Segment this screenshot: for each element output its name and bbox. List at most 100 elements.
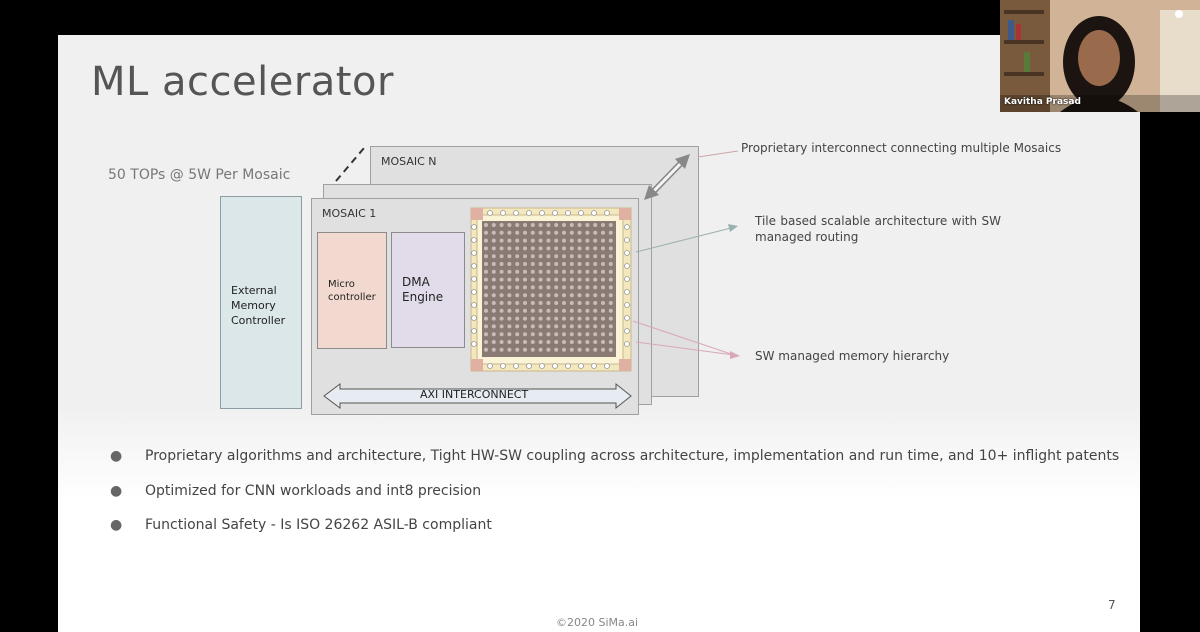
external-memory-controller-box: External Memory Controller — [220, 196, 302, 409]
participant-video-tile[interactable]: Kavitha Prasad — [1000, 0, 1200, 112]
tile-cell — [577, 262, 582, 266]
tile-cell — [538, 238, 543, 243]
axi-interconnect-arrow — [323, 382, 632, 410]
tile-cell — [484, 277, 488, 282]
tile-cell — [484, 308, 488, 313]
tile-cell — [554, 324, 559, 329]
tile-cell — [593, 238, 598, 243]
tile-cell — [530, 301, 535, 305]
tile-cell — [523, 301, 527, 305]
tile-cell — [499, 254, 504, 259]
tile-cell — [538, 308, 543, 313]
tile-cell — [515, 246, 520, 251]
bullet-dot-icon: ● — [110, 448, 123, 464]
tile-cell — [546, 332, 551, 337]
dma-engine-box: DMA Engine — [391, 232, 465, 348]
tile-cell — [562, 269, 566, 274]
tile-cell — [593, 277, 598, 282]
tile-cell — [499, 238, 504, 243]
participant-name: Kavitha Prasad — [1004, 97, 1081, 107]
tile-cell — [484, 230, 488, 235]
tile-cell — [484, 340, 488, 344]
tile-cell — [515, 332, 520, 337]
router-node — [565, 210, 571, 216]
tile-cell — [538, 301, 543, 305]
tile-cell — [601, 223, 605, 227]
tile-cell — [538, 277, 543, 282]
tile-cell — [530, 316, 535, 321]
mosaic-interconnect-arrow — [644, 154, 690, 200]
tile-cell — [491, 238, 496, 243]
tile-cell — [601, 269, 605, 274]
tile-cell — [546, 277, 551, 282]
tile-cell — [484, 254, 488, 259]
tile-cell — [538, 332, 543, 337]
router-node — [624, 250, 630, 256]
tile-cell — [593, 324, 598, 329]
tile-cell — [577, 308, 582, 313]
tile-cell — [554, 340, 559, 344]
tile-cell — [569, 347, 574, 352]
tile-cell — [538, 269, 543, 274]
tile-cell — [585, 262, 590, 266]
tile-cell — [499, 293, 504, 298]
tile-cell — [601, 238, 605, 243]
tops-label: 50 TOPs @ 5W Per Mosaic — [108, 167, 291, 183]
tile-cell — [562, 332, 566, 337]
tile-cell — [608, 230, 613, 235]
tile-cell — [530, 238, 535, 243]
tile-cell — [491, 285, 496, 290]
tile-cell — [530, 293, 535, 298]
tile-cell — [515, 238, 520, 243]
tile-cell — [484, 301, 488, 305]
router-node — [471, 302, 477, 308]
tile-cell — [538, 254, 543, 259]
callout-tile-architecture: Tile based scalable architecture with SW… — [755, 214, 1001, 244]
tile-cell — [546, 223, 551, 227]
external-memory-controller-label: External Memory Controller — [231, 284, 286, 327]
tile-cell — [593, 230, 598, 235]
tile-cell — [507, 316, 512, 321]
tile-cell — [491, 223, 496, 227]
mosaic-n-label: MOSAIC N — [381, 155, 437, 168]
tile-cell — [507, 293, 512, 298]
router-node — [624, 224, 630, 230]
tile-cell — [538, 285, 543, 290]
tile-cell — [515, 254, 520, 259]
tile-cell — [530, 285, 535, 290]
tile-cell — [523, 223, 527, 227]
tile-cell — [507, 254, 512, 259]
tile-cell — [608, 223, 613, 227]
tile-cell — [562, 340, 566, 344]
tile-cell — [546, 254, 551, 259]
tile-cell — [546, 308, 551, 313]
router-node — [591, 363, 597, 369]
tile-cell — [538, 230, 543, 235]
tile-cell — [608, 324, 613, 329]
tile-cell — [562, 230, 566, 235]
tile-cell — [585, 308, 590, 313]
tile-cell — [546, 316, 551, 321]
tile-cell — [515, 316, 520, 321]
tile-cell — [569, 246, 574, 251]
tile-cell — [523, 230, 527, 235]
tile-cell — [608, 269, 613, 274]
tile-cell — [593, 347, 598, 352]
tile-cell — [491, 340, 496, 344]
tile-cell — [546, 230, 551, 235]
tile-cell — [562, 293, 566, 298]
router-node — [624, 302, 630, 308]
tile-cell — [499, 347, 504, 352]
tile-cell — [608, 301, 613, 305]
tile-cell — [569, 340, 574, 344]
bullet-item: ●Functional Safety - Is ISO 26262 ASIL-B… — [110, 517, 492, 533]
tile-cell — [515, 347, 520, 352]
tile-cell — [499, 246, 504, 251]
router-node — [624, 341, 630, 347]
tile-cell — [593, 223, 598, 227]
tile-cell — [577, 316, 582, 321]
tile-cell — [507, 308, 512, 313]
tile-cell — [484, 324, 488, 329]
tile-cell — [585, 332, 590, 337]
tile-cell — [507, 238, 512, 243]
